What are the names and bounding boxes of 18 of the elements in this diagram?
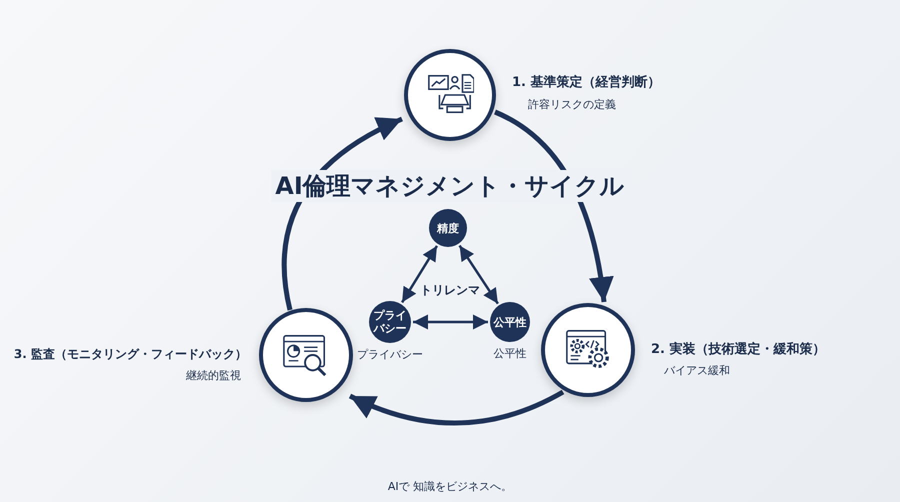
circle-caption: 公平性 — [494, 346, 526, 361]
step-note: 継続的監視 — [186, 368, 241, 383]
tagline: AIで 知識をビジネスへ。 — [386, 479, 514, 494]
step-heading: 2. 実装（技術選定・緩和策） — [651, 340, 826, 358]
cycle-arrow — [348, 390, 564, 426]
trilemma-circle — [429, 209, 467, 247]
circle-label: 精度 — [437, 222, 459, 234]
step-heading: 3. 監査（モニタリング・フィードバック） — [14, 346, 247, 363]
step-note: バイアス緩和 — [664, 363, 730, 378]
step-note: 許容リスクの定義 — [528, 97, 616, 112]
step-heading: 1. 基準策定（経営判断） — [512, 74, 661, 91]
double-arrow — [401, 245, 438, 304]
circle-label: 公平性 — [494, 316, 526, 328]
double-arrow — [458, 244, 499, 304]
circle-caption: プライバシー — [357, 347, 423, 362]
center-label: トリレンマ — [420, 282, 480, 299]
double-arrow — [413, 314, 488, 330]
circle-label: プライバシー — [372, 309, 408, 335]
